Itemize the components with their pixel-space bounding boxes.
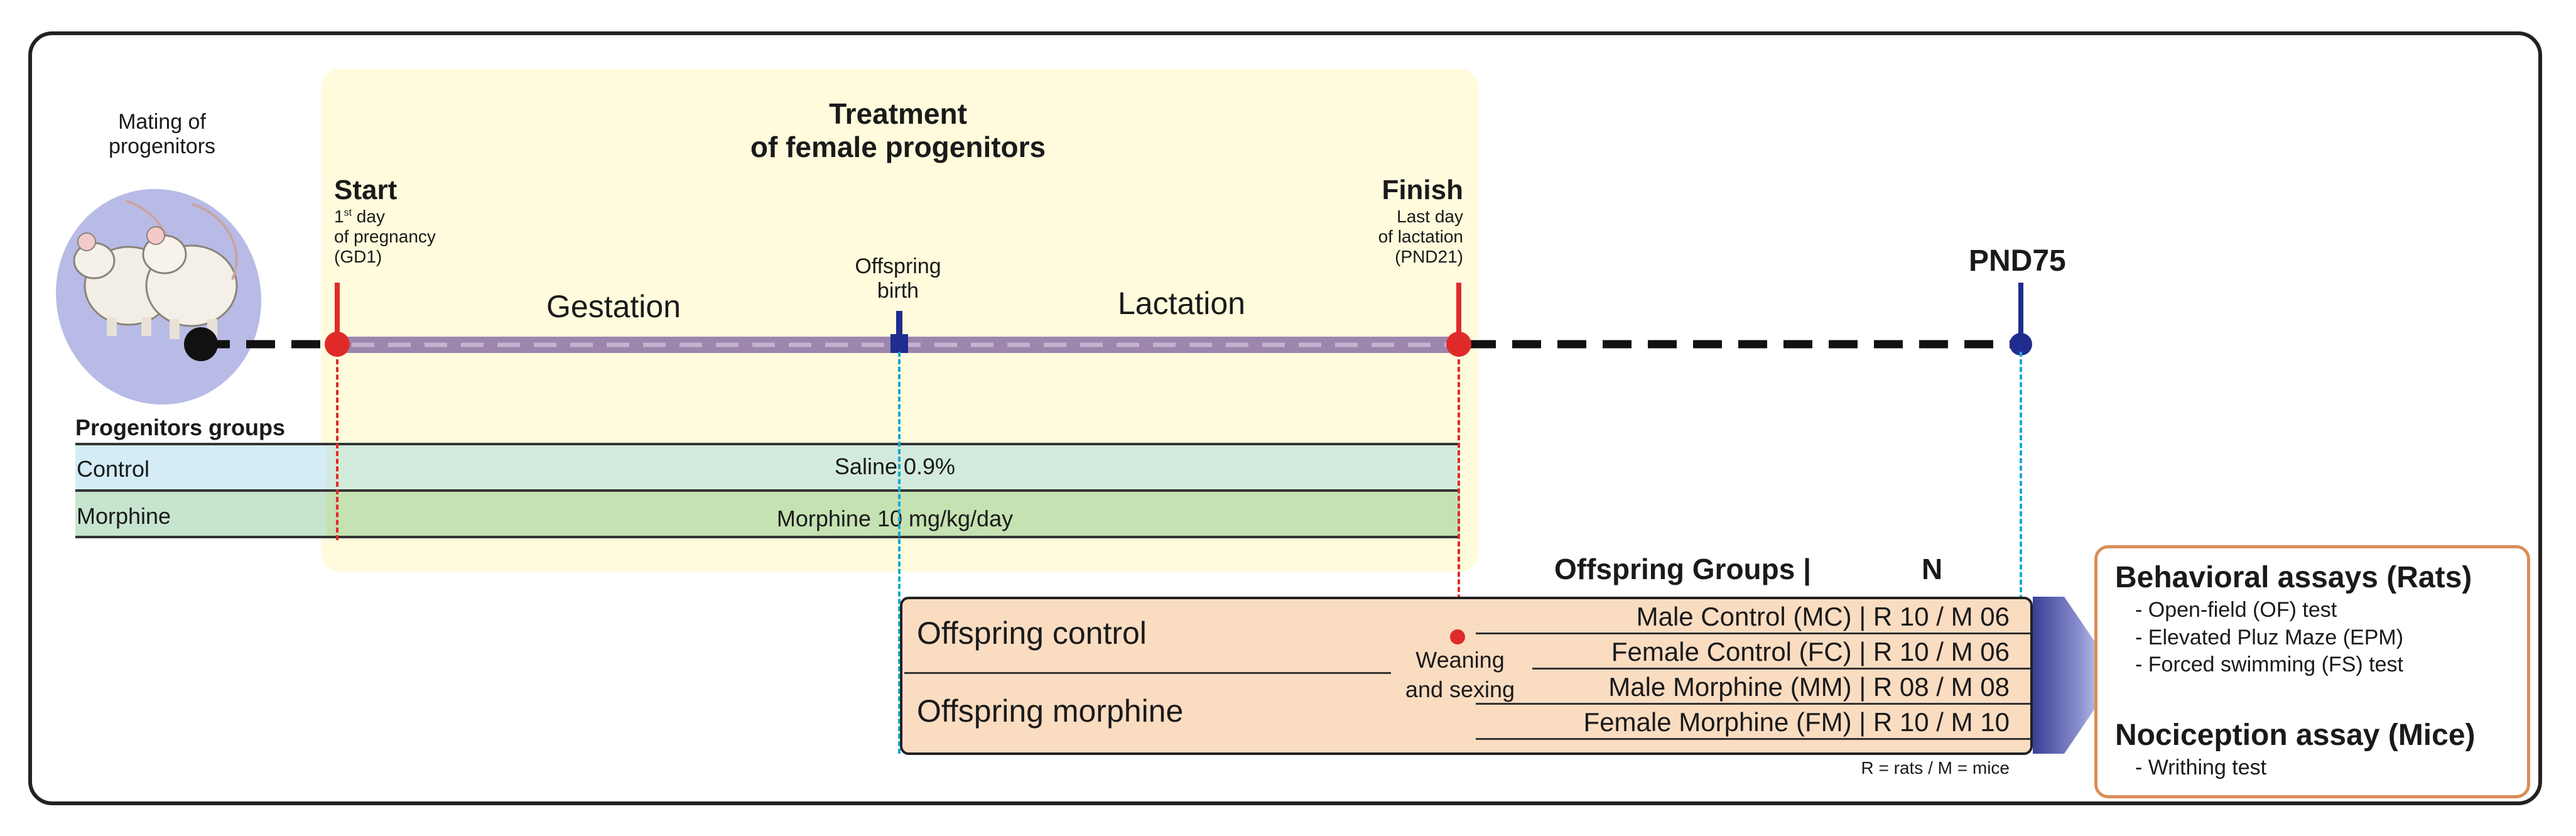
control-row-right [327, 445, 1460, 489]
nociception-title: Nociception assay (Mice) [2115, 719, 2476, 752]
rat-icon [142, 203, 238, 339]
nociception-list: - Writhing test [2135, 756, 2266, 780]
list-item: - Writhing test [2135, 756, 2267, 779]
divider [75, 536, 1460, 538]
offspring-control-label: Offspring control [917, 616, 1147, 651]
birth-marker-square [890, 334, 908, 353]
offspring-row-mc: Male Control (MC) | R 10 / M 06 [1636, 602, 2010, 631]
divider [904, 672, 1391, 674]
group-morphine: Morphine [77, 503, 171, 529]
weaning-dot [1450, 629, 1465, 644]
morphine-row-left [75, 492, 327, 536]
offspring-row-fc: Female Control (FC) | R 10 / M 06 [1611, 637, 2010, 666]
finish-label: Finish Last day of lactation (PND21) [1378, 175, 1463, 266]
progenitors-groups-title: Progenitors groups [75, 415, 286, 440]
start-connector [336, 352, 338, 540]
start-dot [325, 332, 350, 357]
offspring-groups-box [900, 597, 2033, 755]
diagram-frame [28, 31, 2542, 805]
offspring-morphine-label: Offspring morphine [917, 693, 1184, 729]
pnd75-connector [2020, 352, 2022, 600]
control-row-left [75, 445, 327, 489]
assays-box [2094, 545, 2530, 798]
divider [1476, 632, 2030, 634]
mating-dot [184, 327, 218, 361]
divider [75, 489, 1460, 492]
treatment-saline: Saline 0.9% [834, 453, 956, 479]
finish-dot [1446, 332, 1471, 357]
treatment-morphine: Morphine 10 mg/kg/day [776, 506, 1014, 531]
offspring-row-fm: Female Morphine (FM) | R 10 / M 10 [1583, 707, 2010, 737]
legend-note: R = rats / M = mice [1861, 758, 2010, 778]
list-item: - Open-field (OF) test [2135, 598, 2337, 622]
list-item: - Forced swimming (FS) test [2135, 653, 2403, 677]
pnd75-dot [2010, 333, 2032, 356]
morphine-row-right [327, 492, 1460, 536]
n-header: N [1922, 553, 1943, 585]
group-control: Control [77, 456, 150, 482]
lactation-label: Lactation [1118, 286, 1245, 321]
divider [1476, 738, 2030, 740]
birth-connector [898, 352, 901, 754]
divider [1476, 703, 2030, 705]
gestation-label: Gestation [546, 289, 681, 324]
weaning-connector [1458, 352, 1460, 638]
divider [75, 443, 1460, 445]
behavioral-list: - Open-field (OF) test - Elevated Pluz M… [2135, 597, 2403, 679]
behavioral-title: Behavioral assays (Rats) [2115, 561, 2472, 594]
offspring-groups-header: Offspring Groups | [1554, 553, 1811, 585]
pnd75-label: PND75 [1969, 244, 2066, 278]
list-item: - Elevated Pluz Maze (EPM) [2135, 625, 2404, 649]
start-label: Start 1st day of pregnancy (GD1) [334, 175, 436, 266]
offspring-row-mm: Male Morphine (MM) | R 08 / M 08 [1608, 672, 2010, 702]
divider [1532, 668, 2030, 670]
